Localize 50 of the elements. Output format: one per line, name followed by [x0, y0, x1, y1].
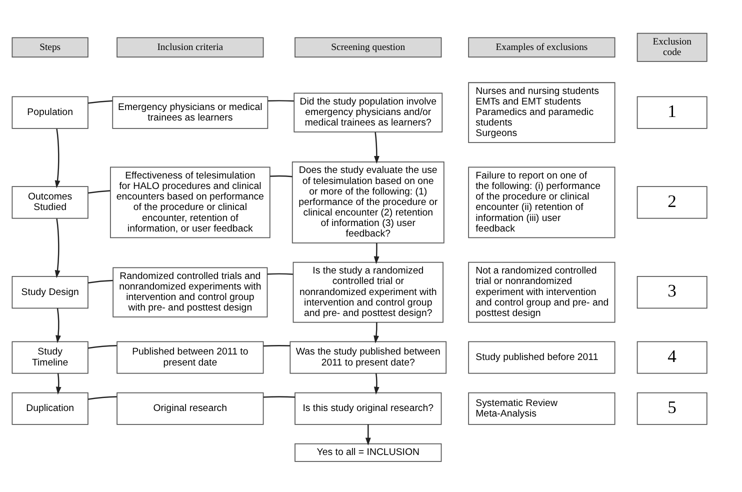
arrow	[374, 242, 380, 264]
node-box: 2	[636, 186, 708, 218]
node-box: Study Timeline	[12, 340, 88, 374]
arrow	[56, 308, 61, 343]
node-box: 5	[636, 392, 708, 424]
node-box: 3	[636, 276, 708, 308]
node-box: Screening question	[294, 36, 442, 58]
connector	[88, 279, 113, 284]
node-box: Published between 2011 to present date	[116, 340, 264, 374]
arrow	[56, 372, 62, 394]
connector	[270, 174, 292, 177]
arrow	[374, 322, 379, 343]
node-box: Outcomes Studied	[12, 186, 88, 218]
node-box: Examples of exclusions	[468, 36, 616, 58]
connector	[88, 396, 117, 400]
connector	[263, 344, 290, 346]
node-box: Was the study published between 2011 to present date?	[290, 340, 447, 374]
node-box: Emergency physicians or medical trainees as learners	[112, 96, 268, 128]
connector	[267, 272, 293, 274]
node-box: Exclusion code	[636, 32, 708, 62]
connector	[88, 100, 112, 104]
arrow	[54, 218, 60, 278]
node-box: Study published before 2011	[468, 340, 616, 374]
node-box: Randomized controlled trials and nonrandomized experiments with intervention and control group with pre- and posttest design	[112, 266, 268, 317]
node-box: Systematic Review Meta-Analysis	[468, 392, 616, 424]
node-box: Nurses and nursing students EMTs and EMT students Paramedics and paramedic students Surgeons	[468, 82, 616, 142]
arrow	[374, 372, 380, 394]
connector	[263, 396, 296, 398]
connector	[88, 344, 117, 348]
connector	[88, 190, 110, 194]
node-box: 4	[636, 340, 708, 374]
node-box: Is this study original research?	[294, 392, 442, 424]
node-box: Steps	[12, 36, 88, 58]
node-box: Is the study a randomized controlled trial or nonrandomized experiment with intervention and control group and pre- and posttest design?	[292, 261, 444, 322]
node-box: Effectiveness of telesimulation for HALO procedures and clinical encounters based on performance of the procedure or clinical encounter, retention of information, or user feedback	[110, 166, 270, 238]
node-box: Duplication	[12, 392, 88, 424]
node-box: Study Design	[12, 276, 88, 308]
arrow	[54, 128, 60, 188]
node-box: Failure to report on one of the following: (i) performance of the procedure or clinical encounter (ii) retention of information (iii) user feedback	[468, 166, 616, 238]
node-box: Inclusion criteria	[116, 36, 264, 58]
node-box: Not a randomized controlled trial or nonrandomized experiment with intervention and control group and pre- and posttest design	[468, 261, 616, 322]
node-box: Does the study evaluate the use of telesimulation based on one or more of the following: (1) performance of the procedure or clinical encounter (2) retention of information (3) user feedback?	[292, 160, 444, 243]
node-box: Yes to all = INCLUSION	[294, 442, 442, 462]
node-box: 1	[636, 96, 708, 128]
node-box: Original research	[116, 392, 264, 424]
connector	[268, 100, 294, 102]
node-box: Population	[12, 96, 88, 128]
arrow	[374, 132, 380, 164]
node-box: Did the study population involve emergency physicians and/or medical trainees as learners?	[294, 92, 443, 132]
arrow	[365, 424, 371, 446]
